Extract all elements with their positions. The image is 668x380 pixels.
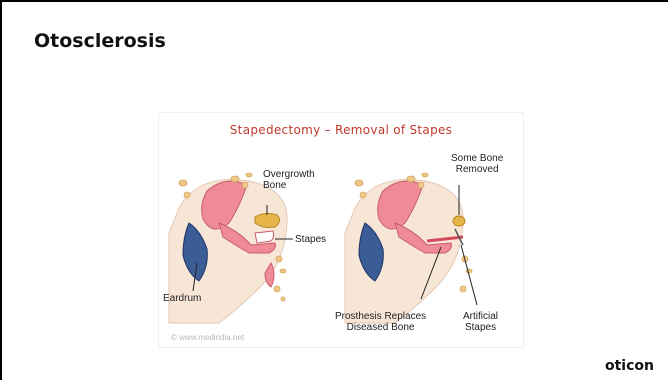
watermark-text: © www.medindia.net [171, 333, 244, 342]
artificial-stapes-label-line2: Stapes [463, 322, 498, 333]
artificial-stapes-label: Artificial Stapes [463, 311, 498, 333]
prosthesis-label-line2: Diseased Bone [335, 322, 426, 333]
some-bone-label: Some Bone Removed [451, 153, 503, 175]
stapedectomy-illustration: Stapedectomy – Removal of Stapes [158, 112, 524, 348]
right-ear-illustration [345, 173, 477, 323]
eardrum-label: Eardrum [163, 293, 201, 304]
prosthesis-label-line1: Prosthesis Replaces [335, 311, 426, 322]
prosthesis-label: Prosthesis Replaces Diseased Bone [335, 311, 426, 333]
artificial-stapes-label-line1: Artificial [463, 311, 498, 322]
overgrowth-label-line2: Bone [263, 180, 315, 191]
some-bone-label-line1: Some Bone [451, 153, 503, 164]
slide-title: Otosclerosis [34, 30, 166, 52]
some-bone-label-line2: Removed [451, 164, 503, 175]
overgrowth-label: Overgrowth Bone [263, 169, 315, 191]
oticon-logo: oticon [605, 358, 654, 374]
stapes-label: Stapes [295, 234, 326, 245]
overgrowth-label-line1: Overgrowth [263, 169, 315, 180]
